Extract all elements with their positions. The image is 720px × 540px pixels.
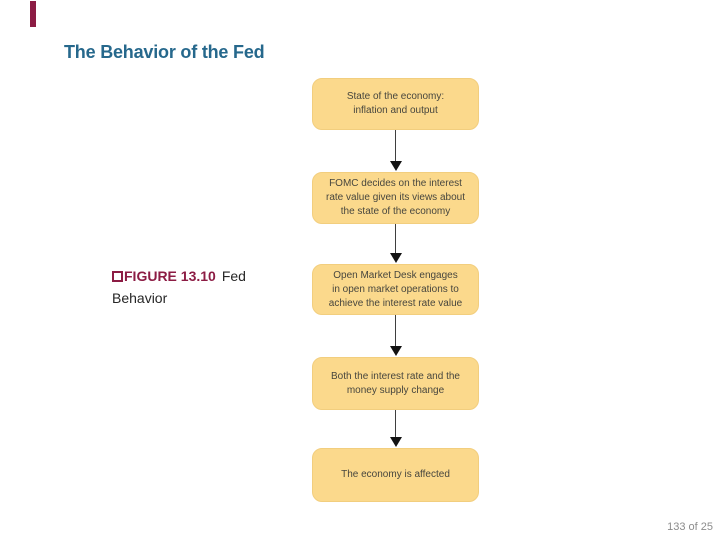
- arrow-head: [389, 346, 402, 356]
- arrow-down-icon: [389, 315, 402, 356]
- flow-box-text-line: the state of the economy: [340, 206, 451, 217]
- figure-caption-title: Fed Behavior: [112, 268, 246, 306]
- flow-box-text-line: rate value given its views about: [326, 192, 465, 203]
- flow-box-economy-affected: The economy is affected: [312, 448, 479, 502]
- accent-bar: [30, 1, 36, 27]
- arrow-stem: [395, 315, 396, 346]
- flow-box-text-line: inflation and output: [353, 105, 438, 116]
- arrow-down-icon: [389, 224, 402, 263]
- flow-box-open-market-desk: Open Market Desk engages in open market …: [312, 264, 479, 315]
- flow-box-text-line: Open Market Desk engages: [333, 269, 458, 281]
- arrow-head: [389, 161, 402, 171]
- arrow-stem: [395, 130, 396, 161]
- flow-box-text-line: money supply change: [346, 384, 445, 396]
- flow-box-text-line: Both the interest rate and the: [331, 370, 460, 382]
- arrow-head: [389, 253, 402, 263]
- flow-box-text-line: FOMC decides on the interest: [329, 178, 462, 189]
- flow-box-text-line: achieve the interest rate value: [328, 297, 463, 309]
- flow-box-fomc-decides: FOMC decides on the interest rate value …: [312, 172, 479, 224]
- flow-box-state-of-economy: State of the economy: inflation and outp…: [312, 78, 479, 130]
- missing-glyph-box-icon: [112, 271, 123, 282]
- arrow-down-icon: [389, 130, 402, 171]
- page-indicator: 133 of 25: [667, 521, 713, 533]
- flow-box-text-line: State of the economy:: [346, 91, 445, 102]
- slide-title: The Behavior of the Fed: [64, 42, 265, 62]
- flow-box-rate-money-supply-change: Both the interest rate and the money sup…: [312, 357, 479, 410]
- arrow-stem: [395, 410, 396, 437]
- arrow-stem: [395, 224, 396, 253]
- figure-label: FIGURE 13.10: [124, 268, 216, 284]
- arrow-head: [389, 437, 402, 447]
- flow-box-text-line: The economy is affected: [341, 469, 450, 480]
- flow-box-text-line: in open market operations to: [332, 283, 459, 295]
- arrow-down-icon: [389, 410, 402, 447]
